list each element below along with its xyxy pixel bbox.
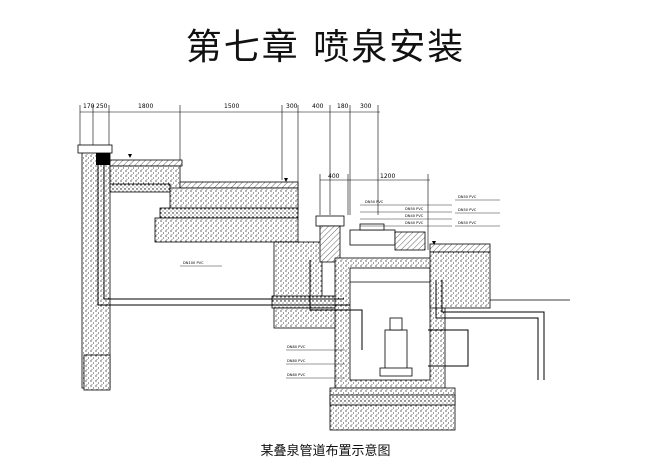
- upper-basin: [109, 159, 299, 243]
- water-level-markers: [128, 154, 436, 245]
- annotation-labels: DN50 PVC DN50 PVC DN40 PVC DN40 PVC DN50…: [183, 195, 477, 377]
- leader-lines: [180, 199, 500, 379]
- annotation-middle: DN100 PVC: [183, 261, 204, 265]
- dim-label-1500: 1500: [224, 103, 239, 110]
- dim-label-300a: 300: [286, 103, 298, 110]
- right-ground: [429, 243, 570, 309]
- middle-step-wall: [271, 215, 355, 329]
- annotation-lower-1: DN80 PVC: [287, 345, 306, 349]
- annotation-top-2: DN50 PVC: [405, 207, 424, 211]
- valve-box: [349, 223, 426, 251]
- dim-label-180: 180: [337, 103, 349, 110]
- dim-label-400: 400: [312, 103, 324, 110]
- dim-label-300b: 300: [360, 103, 372, 110]
- dim-label-170: 170: [83, 103, 95, 110]
- pump-icon: [379, 317, 413, 377]
- dim-label-250: 250: [96, 103, 108, 110]
- page-title: 第七章 喷泉安装: [185, 27, 466, 68]
- annotation-top-3: DN40 PVC: [405, 214, 424, 218]
- annotation-lower-2: DN80 PVC: [287, 359, 306, 363]
- annotation-right-2: DN50 PVC: [458, 208, 477, 212]
- drawing-caption: 某叠泉管道布置示意图: [260, 444, 391, 459]
- annotation-right-1: DN50 PVC: [458, 195, 477, 199]
- dim-label-1800: 1800: [138, 103, 153, 110]
- left-wall: [77, 144, 113, 391]
- annotation-lower-3: DN80 PVC: [287, 373, 306, 377]
- dim-label-1200: 1200: [380, 173, 395, 180]
- annotation-top-1: DN50 PVC: [365, 200, 384, 204]
- dim-label-400-secondary: 400: [328, 173, 340, 180]
- annotation-right-3: DN50 PVC: [458, 221, 477, 225]
- annotation-top-4: DN40 PVC: [405, 221, 424, 225]
- pipe-network: [97, 160, 545, 380]
- top-dimension-labels: 170 250 1800 1500 300 400 180 300: [83, 103, 372, 110]
